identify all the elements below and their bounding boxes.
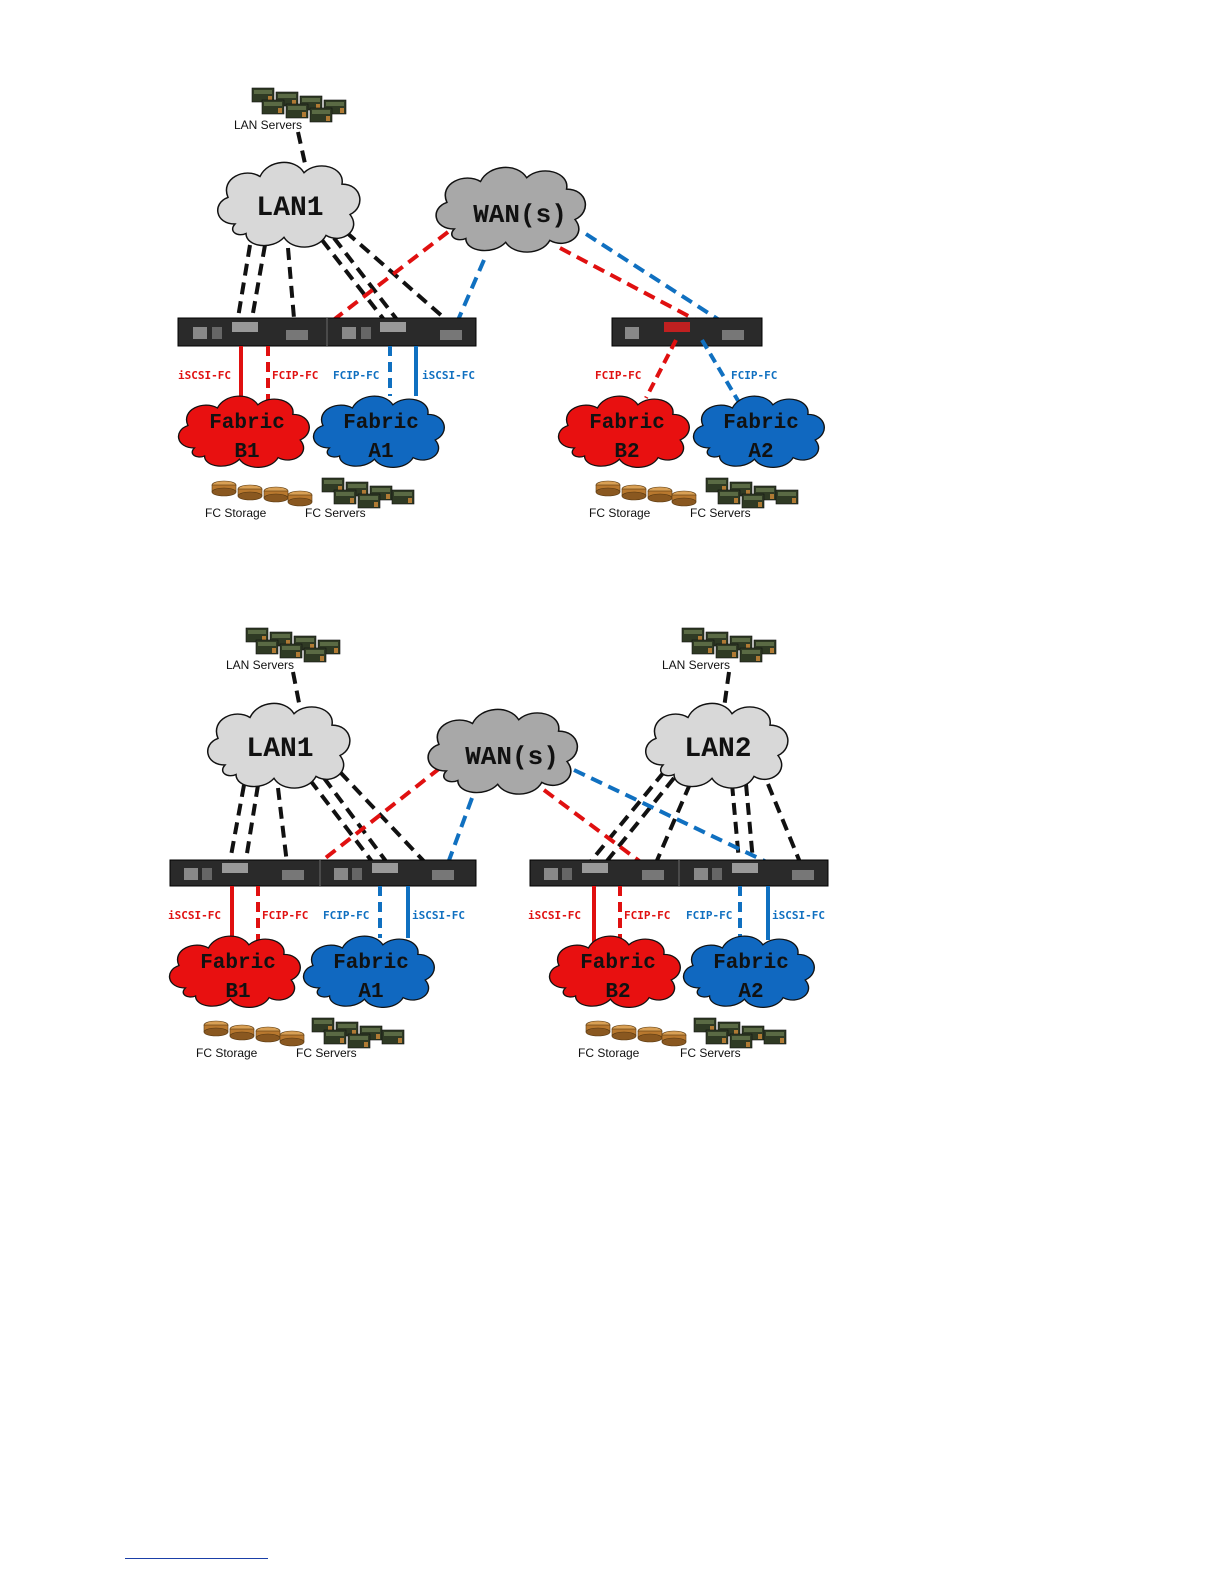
svg-text:A1: A1 <box>368 441 393 464</box>
svg-text:B2: B2 <box>605 981 630 1004</box>
link-servers-lan1 <box>296 131 308 169</box>
fc-storage-left-label: FC Storage <box>196 1046 258 1060</box>
lan1-cloud: LAN1 <box>206 702 351 789</box>
fabric-b1-cloud: Fabric B1 <box>168 935 301 1009</box>
lan1-to-switch-links <box>234 230 460 332</box>
lan-servers-left-label: LAN Servers <box>226 658 294 672</box>
fc-servers-right-icon <box>705 477 799 509</box>
svg-text:A2: A2 <box>748 441 773 464</box>
svg-text:B2: B2 <box>614 441 639 464</box>
lan-servers-icon <box>251 87 347 123</box>
fc-servers-left-label: FC Servers <box>296 1046 357 1060</box>
fc-servers-left-label: FC Servers <box>305 506 366 520</box>
label-fcip-b1: FCIP-FC <box>262 909 308 922</box>
svg-text:Fabric: Fabric <box>589 412 665 435</box>
switch-right-pair <box>529 859 829 887</box>
label-fcip-b1: FCIP-FC <box>272 369 318 382</box>
lan-servers-right-icon <box>681 627 777 663</box>
lan1-label: LAN1 <box>246 734 313 765</box>
fc-storage-right-label: FC Storage <box>578 1046 640 1060</box>
label-iscsi-b1: iSCSI-FC <box>168 909 221 922</box>
svg-text:A1: A1 <box>358 981 383 1004</box>
svg-text:B1: B1 <box>234 441 259 464</box>
label-fcip-b2: FCIP-FC <box>624 909 670 922</box>
label-fcip-a1: FCIP-FC <box>333 369 379 382</box>
wan-cloud: WAN(s) <box>435 166 587 253</box>
fc-servers-right-label: FC Servers <box>690 506 751 520</box>
diagram-dual-lan: iSCSI-FC FCIP-FC FCIP-FC iSCSI-FC iSCSI-… <box>0 540 1224 1080</box>
fabric-b2-cloud: Fabric B2 <box>557 395 690 469</box>
wan-cloud: WAN(s) <box>427 708 579 795</box>
link-wan-switch-red <box>308 230 450 340</box>
label-fcip-a2: FCIP-FC <box>686 909 732 922</box>
switch-left-pair <box>169 859 477 887</box>
fabric-a1-cloud: Fabric A1 <box>312 395 445 469</box>
fabric-a2-cloud: Fabric A2 <box>682 935 815 1009</box>
svg-text:Fabric: Fabric <box>343 412 419 435</box>
lan2-label: LAN2 <box>684 734 751 765</box>
diagram-single-lan: iSCSI-FC FCIP-FC FCIP-FC iSCSI-FC FCIP-F… <box>0 0 1224 540</box>
svg-text:Fabric: Fabric <box>209 412 285 435</box>
fabric-a2-cloud: Fabric A2 <box>692 395 825 469</box>
label-iscsi-b2: iSCSI-FC <box>528 909 581 922</box>
label-iscsi-a1: iSCSI-FC <box>412 909 465 922</box>
label-iscsi-a2: iSCSI-FC <box>772 909 825 922</box>
lan1-label: LAN1 <box>256 193 323 224</box>
svg-text:Fabric: Fabric <box>713 952 789 975</box>
label-iscsi-b1: iSCSI-FC <box>178 369 231 382</box>
switch-left-pair <box>177 317 477 347</box>
fabric-b1-cloud: Fabric B1 <box>177 395 310 469</box>
svg-text:Fabric: Fabric <box>200 952 276 975</box>
fc-servers-left-icon <box>311 1017 405 1049</box>
svg-text:Fabric: Fabric <box>580 952 656 975</box>
lan1-to-switch-links <box>226 770 436 874</box>
label-fcip-a2: FCIP-FC <box>731 369 777 382</box>
wan-label: WAN(s) <box>465 742 559 772</box>
label-iscsi-a1: iSCSI-FC <box>422 369 475 382</box>
svg-text:Fabric: Fabric <box>723 412 799 435</box>
fc-storage-right-icon <box>595 480 697 507</box>
svg-text:B1: B1 <box>225 981 250 1004</box>
svg-text:A2: A2 <box>738 981 763 1004</box>
wan-label: WAN(s) <box>473 200 567 230</box>
label-fcip-a1: FCIP-FC <box>323 909 369 922</box>
fabric-b2-cloud: Fabric B2 <box>548 935 681 1009</box>
fc-storage-left-label: FC Storage <box>205 506 267 520</box>
fc-storage-right-label: FC Storage <box>589 506 651 520</box>
footnote-rule <box>125 1558 268 1559</box>
lan1-cloud: LAN1 <box>216 161 361 248</box>
fc-storage-left-icon <box>211 480 313 507</box>
svg-text:Fabric: Fabric <box>333 952 409 975</box>
lan-servers-label: LAN Servers <box>234 118 302 132</box>
lan2-to-switch-links <box>580 770 806 874</box>
fabric-a1-cloud: Fabric A1 <box>302 935 435 1009</box>
lan2-cloud: LAN2 <box>644 702 789 789</box>
fc-storage-left-icon <box>203 1020 305 1047</box>
fc-storage-right-icon <box>585 1020 687 1047</box>
fc-servers-left-icon <box>321 477 415 509</box>
lan-servers-left-icon <box>245 627 341 663</box>
switch-right <box>611 317 763 347</box>
fc-servers-right-label: FC Servers <box>680 1046 741 1060</box>
lan-servers-right-label: LAN Servers <box>662 658 730 672</box>
label-fcip-b2: FCIP-FC <box>595 369 641 382</box>
fc-servers-right-icon <box>693 1017 787 1049</box>
